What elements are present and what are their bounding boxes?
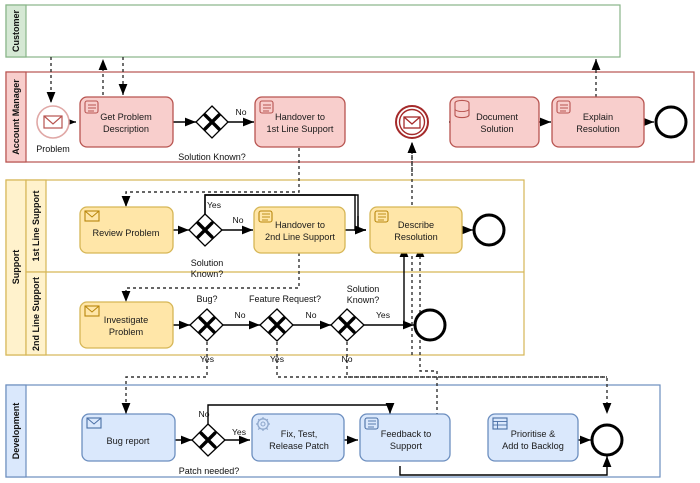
flow-label-patch-yes: Yes: [232, 427, 246, 437]
flow-label-fl-yes: Yes: [207, 200, 221, 210]
lane-label-second-line-support: 2nd Line Support: [31, 277, 41, 351]
task-feedback-to-support[interactable]: Feedback to Support: [359, 413, 451, 462]
message-envelope-icon: [84, 305, 100, 317]
task-label-line2: Problem: [109, 327, 144, 337]
lane-label-first-line-support: 1st Line Support: [31, 190, 41, 261]
task-label-line1: Review Problem: [93, 228, 160, 238]
gateway-question-sol2-l2: Known?: [347, 295, 380, 305]
task-label-line1: Prioritise &: [511, 429, 555, 439]
event-end-second-line[interactable]: [413, 308, 447, 342]
manual-task-hand-icon: [556, 100, 571, 114]
gateway-solution-known-first-line[interactable]: Solution Known? Yes No: [188, 200, 244, 279]
task-handover-to-1st-line-support[interactable]: Handover to 1st Line Support: [254, 96, 346, 148]
business-rule-table-icon: [492, 417, 508, 430]
task-label-line1: Feedback to: [381, 429, 432, 439]
task-label-line2: 2nd Line Support: [265, 232, 335, 242]
task-describe-resolution[interactable]: Describe Resolution: [369, 206, 463, 254]
flow-label-feature-no: No: [306, 310, 317, 320]
message-envelope-icon: [86, 417, 102, 429]
task-label-line2: Description: [103, 124, 149, 134]
task-label-line1: Fix, Test,: [281, 429, 318, 439]
flow-label-sol2-no: No: [342, 354, 353, 364]
gateway-bug[interactable]: Bug? No Yes: [189, 294, 246, 364]
gateway-solution-known-second-line[interactable]: Solution Known? Yes No: [330, 284, 390, 364]
task-label-line2: Resolution: [576, 124, 619, 134]
task-document-solution[interactable]: Document Solution: [449, 96, 540, 148]
task-label-line1: Handover to: [275, 220, 325, 230]
message-envelope-icon: [84, 210, 100, 222]
task-get-problem-description[interactable]: Get Problem Description: [79, 96, 174, 148]
flow-label-am-no: No: [236, 107, 247, 117]
flow-label-sol2-yes: Yes: [376, 310, 390, 320]
flow-label-feature-yes: Yes: [270, 354, 284, 364]
gateway-question-fl-solution-l2: Known?: [191, 269, 224, 279]
pool-customer: Customer: [5, 4, 621, 58]
gateway-patch-needed[interactable]: Patch needed? No Yes: [179, 409, 246, 476]
manual-task-hand-icon: [364, 417, 379, 430]
pool-label-account-manager: Account Manager: [11, 79, 21, 155]
gateway-question-sol2-l1: Solution: [347, 284, 380, 294]
event-message-intermediate-catch[interactable]: [395, 105, 429, 139]
gateway-question-bug: Bug?: [196, 294, 217, 304]
task-label-line1: Describe: [398, 220, 434, 230]
task-fix-test-release-patch[interactable]: Fix, Test, Release Patch: [251, 413, 345, 462]
pool-label-customer: Customer: [11, 10, 21, 53]
task-explain-resolution[interactable]: Explain Resolution: [551, 96, 645, 148]
gateway-solution-known-account-manager[interactable]: Solution Known? No: [178, 105, 247, 162]
gateway-feature-request[interactable]: Feature Request? No Yes: [249, 294, 321, 364]
manual-task-hand-icon: [84, 100, 99, 114]
task-label-line1: Investigate: [104, 315, 148, 325]
event-problem-label: Problem: [36, 144, 70, 154]
task-label-line2: Solution: [480, 124, 513, 134]
task-label-line1: Document: [476, 112, 518, 122]
task-label-line2: Resolution: [394, 232, 437, 242]
pool-label-development: Development: [11, 403, 21, 460]
task-label-line1: Bug report: [107, 436, 150, 446]
task-label-line2: Release Patch: [269, 441, 329, 451]
task-label-line2: Add to Backlog: [502, 441, 564, 451]
manual-task-hand-icon: [259, 100, 274, 114]
task-review-problem[interactable]: Review Problem: [79, 206, 174, 254]
gateway-question-am-solution: Solution Known?: [178, 152, 246, 162]
task-handover-to-2nd-line-support[interactable]: Handover to 2nd Line Support: [253, 206, 346, 254]
gateway-question-patch: Patch needed?: [179, 466, 240, 476]
event-problem-start[interactable]: Problem: [36, 105, 70, 154]
event-end-development[interactable]: [590, 423, 624, 457]
flow-label-fl-no: No: [233, 215, 244, 225]
task-bug-report[interactable]: Bug report: [81, 413, 176, 462]
task-label-line1: Handover to: [275, 112, 325, 122]
event-end-first-line[interactable]: [472, 213, 506, 247]
gateway-question-feature: Feature Request?: [249, 294, 321, 304]
task-investigate-problem[interactable]: Investigate Problem: [79, 301, 174, 349]
manual-task-hand-icon: [374, 210, 389, 223]
event-end-account-manager[interactable]: [654, 105, 688, 139]
manual-task-hand-icon: [258, 210, 273, 223]
pool-label-support: Support: [11, 250, 21, 285]
task-label-line1: Explain: [583, 112, 613, 122]
task-prioritise-add-to-backlog[interactable]: Prioritise & Add to Backlog: [487, 413, 579, 462]
flow-label-bug-yes: Yes: [200, 354, 214, 364]
flow-label-patch-no: No: [199, 409, 210, 419]
gear-icon: [256, 417, 270, 431]
gateway-question-fl-solution-l1: Solution: [191, 258, 224, 268]
task-label-line2: 1st Line Support: [267, 124, 334, 134]
database-icon: [454, 99, 470, 119]
task-label-line1: Get Problem: [100, 112, 152, 122]
flow-label-bug-no: No: [235, 310, 246, 320]
task-label-line2: Support: [390, 441, 423, 451]
